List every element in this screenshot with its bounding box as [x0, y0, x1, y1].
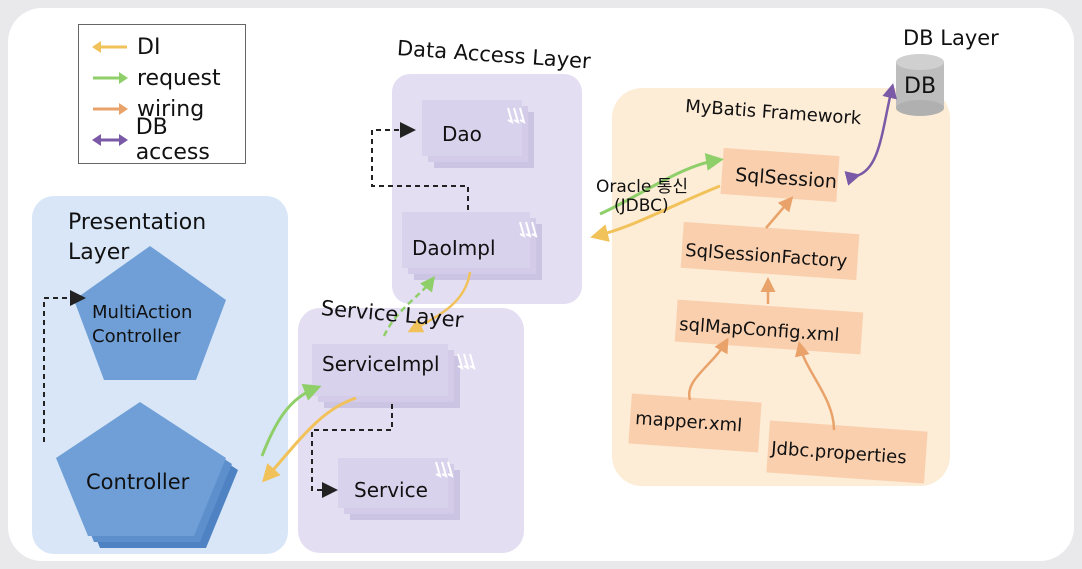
db-access-arrow-icon	[92, 134, 128, 146]
multiaction-label-line1: MultiAction	[92, 302, 193, 323]
mapper-box	[628, 393, 762, 453]
jdbc-label: (JDBC)	[614, 196, 669, 216]
legend-item-db-access: DB access	[91, 115, 245, 165]
legend-label-di: DI	[137, 34, 161, 60]
db-cylinder	[896, 54, 944, 116]
serviceimpl-label: ServiceImpl	[322, 352, 440, 376]
legend-label-db-access: DB access	[135, 115, 210, 165]
dao-stack	[422, 100, 534, 168]
legend-label-request: request	[137, 65, 221, 91]
service-stack	[338, 458, 460, 520]
legend-label-wiring: wiring	[137, 96, 205, 122]
legend-item-wiring: wiring	[91, 95, 204, 123]
sqlsession-box	[720, 148, 840, 202]
service-label: Service	[354, 478, 428, 502]
wiring-arrow-icon	[93, 103, 128, 115]
legend: DI request wiring DB access	[78, 24, 246, 165]
controller-label: Controller	[86, 470, 190, 494]
oracle-comm-label: Oracle 통신	[596, 177, 689, 197]
sqlsessionfactory-box	[680, 221, 860, 281]
daoimpl-stack	[402, 212, 542, 280]
serviceimpl-stack	[312, 344, 476, 408]
daoimpl-label: DaoImpl	[412, 236, 496, 260]
legend-item-request: request	[91, 64, 221, 92]
dao-label: Dao	[442, 122, 482, 146]
db-layer-title: DB Layer	[903, 26, 999, 50]
db-node-label: DB	[904, 74, 937, 99]
legend-item-di: DI	[91, 33, 160, 61]
request-arrow-icon	[93, 72, 128, 84]
jdbc-properties-box	[766, 420, 928, 484]
controller-shape	[56, 402, 238, 548]
di-arrow-icon	[92, 41, 127, 53]
multiaction-label-line2: Controller	[92, 326, 181, 347]
presentation-layer-title-line2: Layer	[68, 240, 130, 265]
multiaction-controller-shape	[74, 246, 226, 380]
mybatis-framework-panel	[612, 88, 950, 486]
presentation-layer-title: Presentation	[68, 210, 207, 235]
